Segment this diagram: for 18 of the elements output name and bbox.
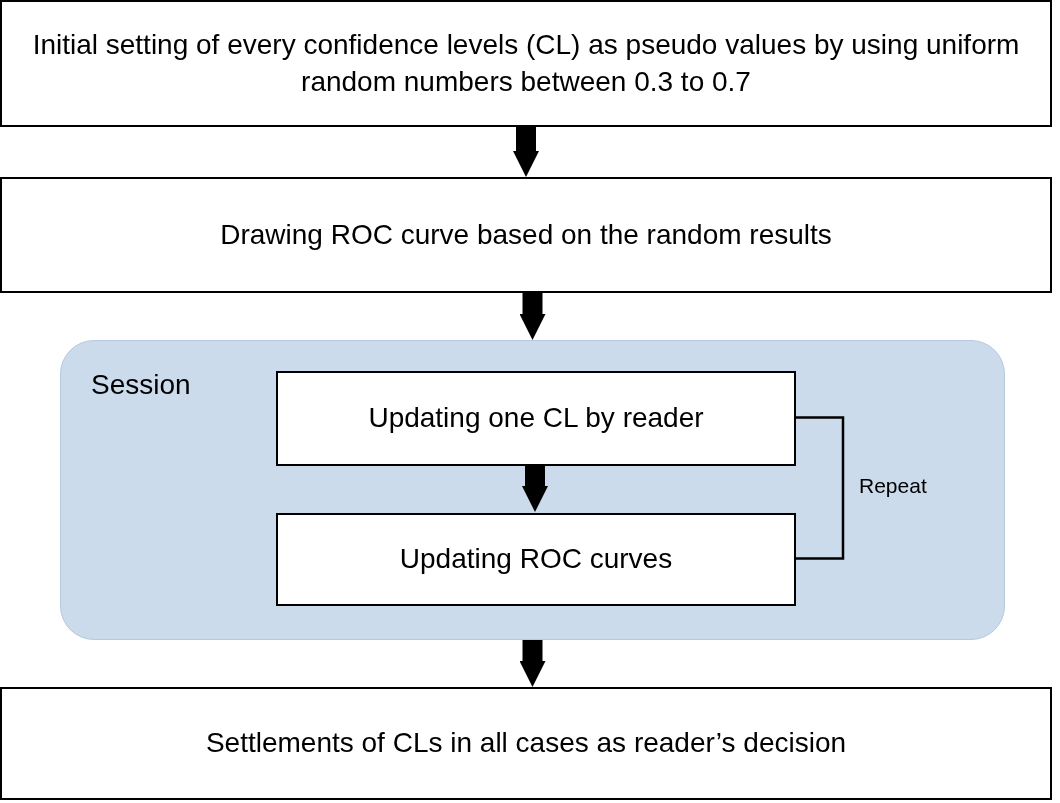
process-box [0, 177, 1052, 293]
process-box [0, 687, 1052, 800]
process-box [0, 0, 1052, 127]
block-arrow [513, 127, 539, 177]
loop-line [795, 416, 845, 560]
block-arrow [522, 465, 548, 512]
group-band [60, 340, 1005, 640]
box-text: Initial setting of every confidence levels (CL) as pseudo values by using uniform random numbers between 0.3 to 0.7 [31, 28, 1021, 99]
edge-label: Repeat [859, 474, 927, 498]
box-text: Settlements of CLs in all cases as reader’s decision [204, 726, 848, 761]
box-text: Updating ROC curves [398, 542, 674, 577]
box-text: Drawing ROC curve based on the random results [219, 217, 833, 252]
process-box [276, 371, 796, 466]
box-text: Updating one CL by reader [367, 401, 705, 436]
block-arrow [519, 293, 546, 340]
block-arrow [519, 640, 546, 687]
group-title: Session [91, 368, 191, 402]
process-box [276, 513, 796, 606]
